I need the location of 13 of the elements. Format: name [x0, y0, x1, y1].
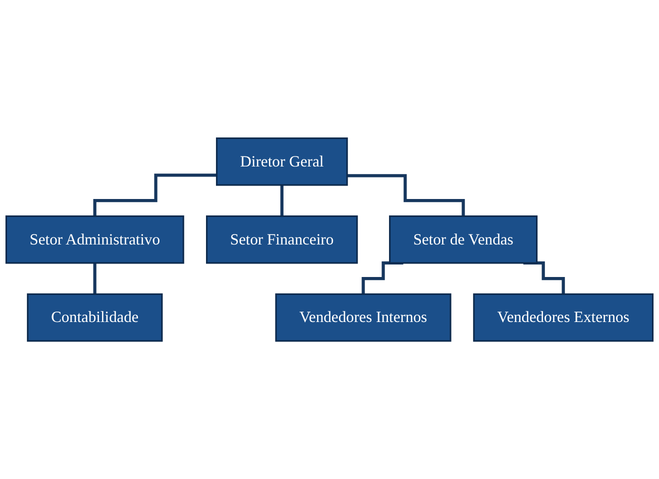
connector — [280, 183, 284, 218]
connector — [362, 261, 404, 296]
node-box: Setor Administrativo — [5, 215, 184, 264]
node-box: Setor Financeiro — [206, 215, 358, 264]
connector — [347, 174, 465, 218]
connector — [93, 174, 217, 218]
connector — [93, 261, 96, 296]
node-box: Contabilidade — [26, 293, 163, 342]
node-box: Vendedores Externos — [473, 293, 654, 342]
node-box: Vendedores Internos — [275, 293, 452, 342]
node-box: Setor de Vendas — [389, 215, 538, 264]
connector — [523, 261, 565, 296]
node-box: Diretor Geral — [216, 137, 348, 186]
